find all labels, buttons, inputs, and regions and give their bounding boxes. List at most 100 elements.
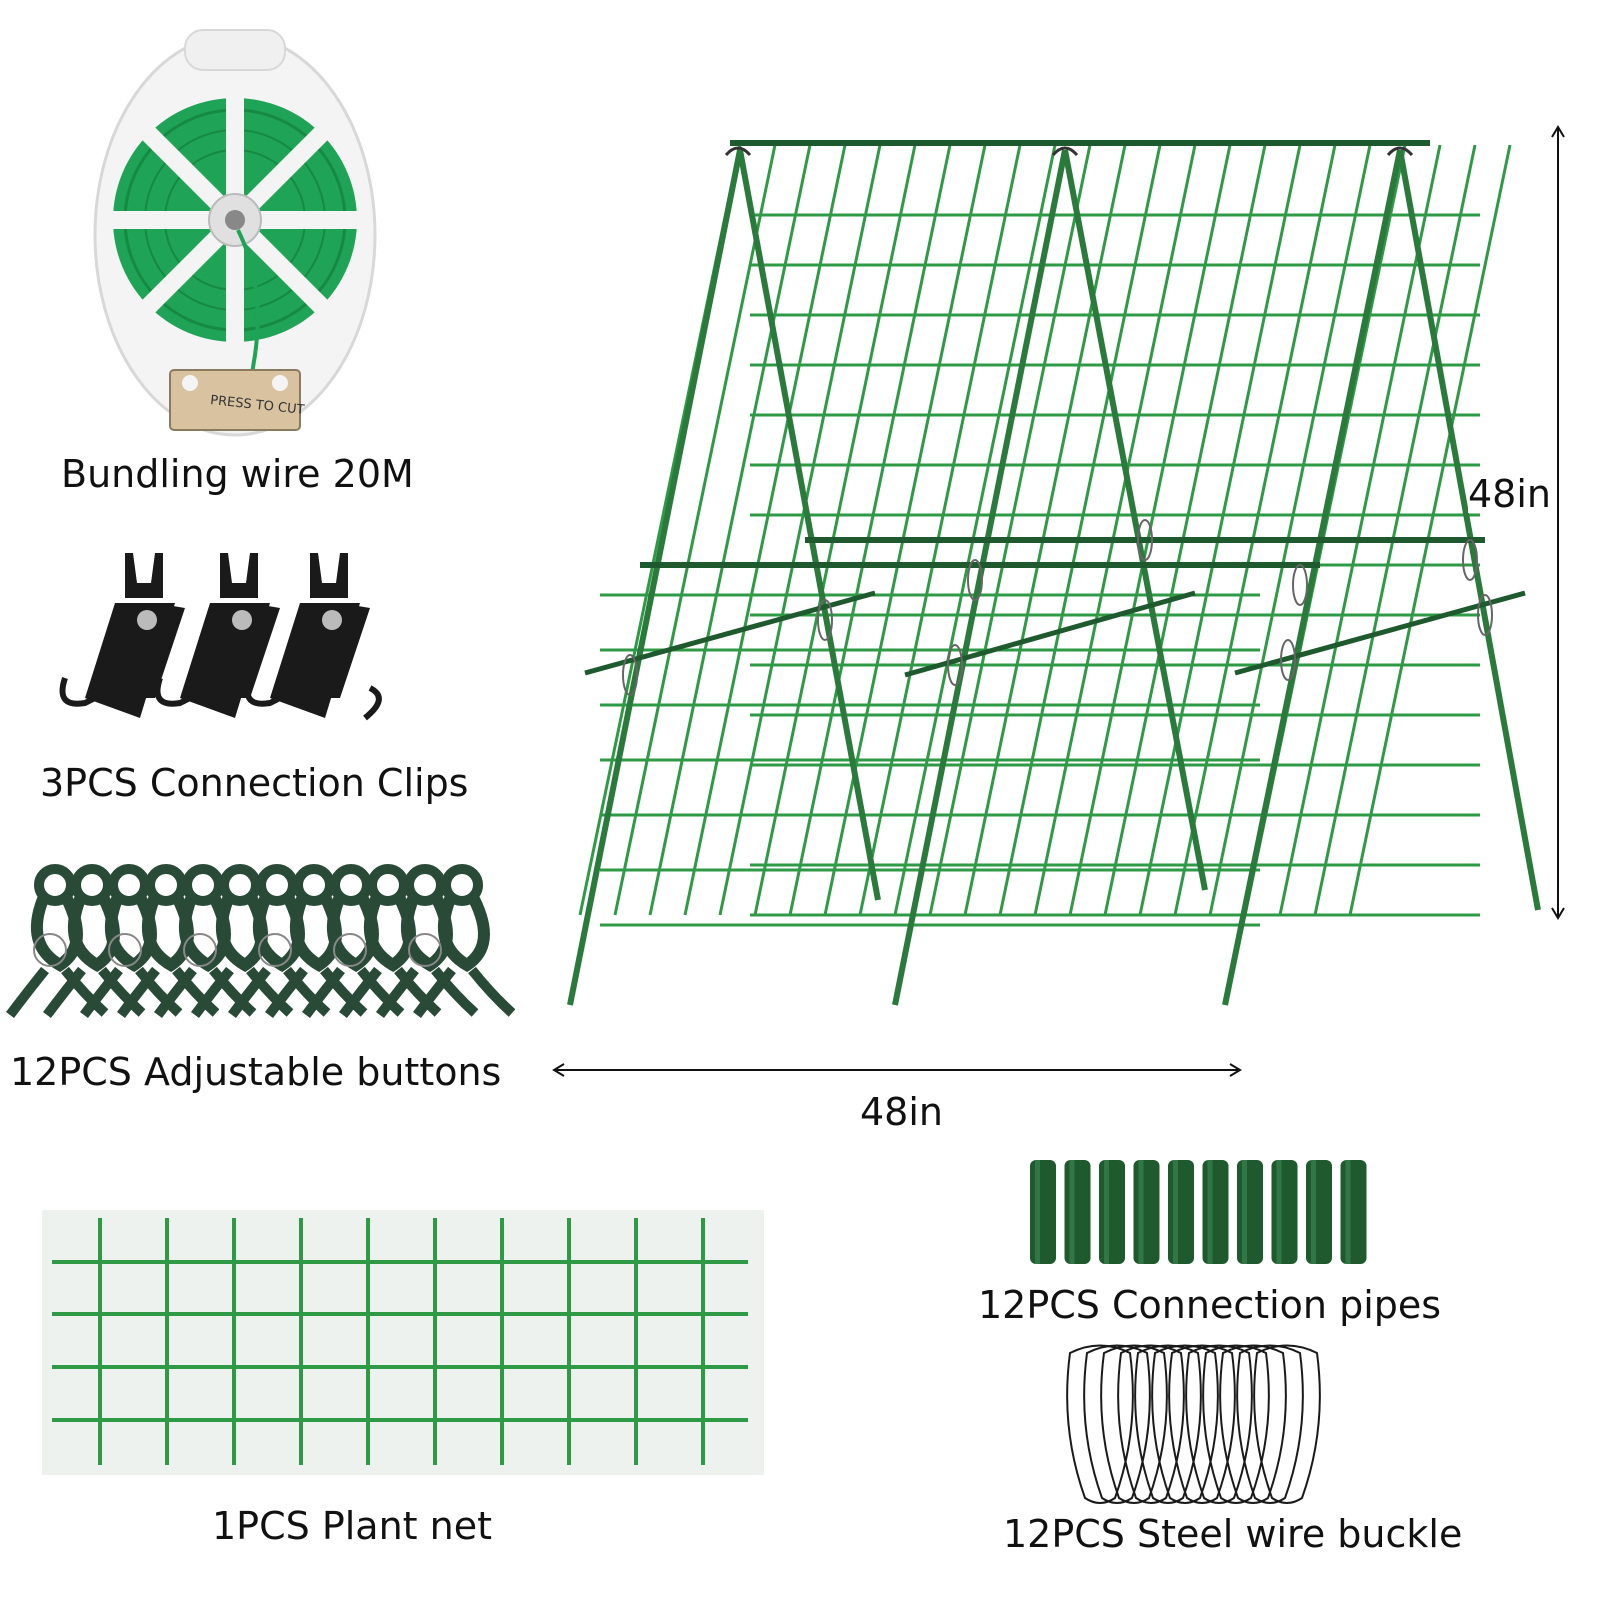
net-vertical [963,144,1127,916]
steel-wire-buckle [1168,1344,1236,1504]
button-ring [108,933,142,967]
trellis-pole [1397,149,1541,911]
wire-buckle [1137,519,1153,561]
pipe-highlight [1173,1160,1178,1264]
buckles-label: 12PCS Steel wire buckle [1003,1512,1463,1556]
width-dimension-arrow [552,1060,1242,1080]
pipe-highlight [1207,1160,1213,1264]
bundling-wire-reel [90,25,380,445]
height-dimension-label: 48in [1468,472,1551,516]
net-background [42,1210,764,1475]
steel-wire-buckles [1050,1338,1350,1513]
wire-buckle [622,654,638,696]
wire-buckle [1462,539,1478,581]
net-vertical [1103,144,1267,916]
net-vertical [683,144,847,916]
trellis-pole [567,149,743,1006]
steel-wire-buckle [1134,1344,1202,1504]
net-vertical [858,144,1022,916]
button-ring [33,933,67,967]
connection-pipe [1306,1160,1332,1264]
connection-pipe [1133,1160,1160,1264]
wire-buckle [1280,639,1296,681]
connection-clip [59,553,185,718]
pipe-highlight [1035,1160,1040,1264]
steel-wire-buckle [1185,1344,1253,1504]
steel-wire-buckle [1236,1344,1304,1504]
clips-label: 3PCS Connection Clips [40,761,469,805]
connection-pipes [1025,1158,1375,1268]
connection-clip [1386,146,1414,157]
connection-pipe [1030,1160,1056,1264]
steel-wire-buckle [1066,1344,1134,1504]
net-vertical [1138,144,1302,916]
net-vertical [1068,144,1232,916]
connection-clip [724,146,752,157]
steel-wire-buckle [1219,1344,1287,1504]
net-vertical [1278,144,1442,916]
net-vertical [928,144,1092,916]
connection-clip [1051,146,1079,157]
connection-pipe [1271,1160,1298,1264]
steel-wire-buckle [1100,1344,1168,1504]
net-vertical [1208,144,1372,916]
pipe-highlight [1242,1160,1247,1264]
net-vertical [893,144,1057,916]
connection-pipe [1202,1160,1229,1264]
net-vertical [788,144,952,916]
net-label: 1PCS Plant net [212,1504,493,1548]
adjustable-button [413,864,516,1019]
net-vertical [753,144,917,916]
pipe-highlight [1138,1160,1144,1264]
pipes-label: 12PCS Connection pipes [978,1283,1442,1327]
net-vertical [998,144,1162,916]
pipe-highlight [1069,1160,1075,1264]
steel-wire-buckle [1117,1344,1185,1504]
connection-clips [55,548,415,733]
trellis-pole [1062,149,1208,891]
button-ring [258,933,292,967]
trellis-pole [892,149,1068,1006]
net-vertical [1313,144,1477,916]
trellis-pole [1222,149,1403,1006]
net-vertical [648,144,812,916]
net-vertical [1173,144,1337,916]
pipe-highlight [1311,1160,1316,1264]
net-vertical [823,144,987,916]
height-dimension-arrow [1548,125,1568,920]
button-ring [408,933,442,967]
trellis-pole [737,149,881,901]
trellis [560,115,1560,1015]
steel-wire-buckle [1253,1344,1321,1504]
wire-buckle [817,599,833,641]
connection-pipe [1237,1160,1263,1264]
steel-wire-buckle [1151,1344,1219,1504]
net-vertical [613,144,777,916]
wire-buckle [947,644,963,686]
button-ring [333,933,367,967]
pipe-highlight [1104,1160,1109,1264]
connection-pipe [1340,1160,1367,1264]
wire-buckle [1292,564,1308,606]
connection-pipe [1064,1160,1091,1264]
adjustable-buttons [5,855,530,1030]
wire-label: Bundling wire 20M [61,452,414,496]
net-vertical [1348,144,1512,916]
wire-buckle [967,559,983,601]
support-rail [584,590,876,676]
connection-pipe [1168,1160,1194,1264]
steel-wire-buckle [1202,1344,1270,1504]
steel-wire-buckle [1083,1344,1151,1504]
wire-buckle [1477,594,1493,636]
plant-net [42,1210,764,1475]
pipe-highlight [1345,1160,1351,1264]
buttons-label: 12PCS Adjustable buttons [10,1050,502,1094]
connection-pipe [1099,1160,1125,1264]
support-rail [1234,590,1526,676]
support-rail [904,590,1196,678]
net-vertical [1033,144,1197,916]
pipe-highlight [1276,1160,1282,1264]
width-dimension-label: 48in [860,1090,943,1134]
button-ring [183,933,217,967]
net-vertical [718,144,882,916]
